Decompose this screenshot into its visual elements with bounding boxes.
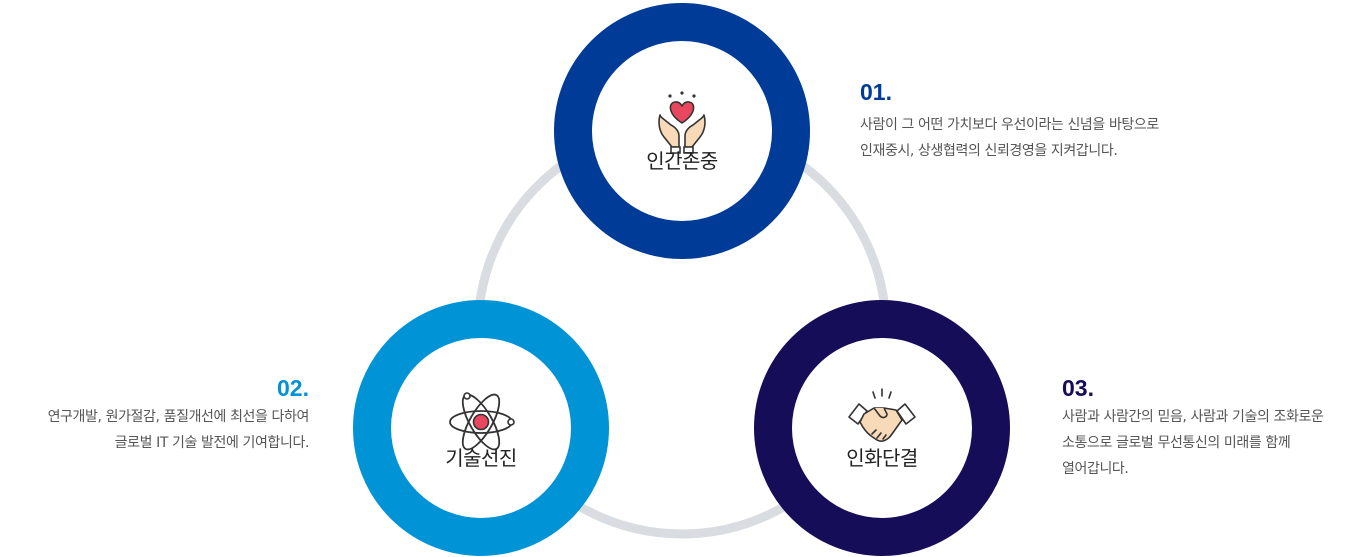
value-label: 인간존중 [646, 149, 718, 173]
description-line: 연구개발, 원가절감, 품질개선에 최선을 다하여 [47, 409, 310, 425]
value-description-2: 02. 연구개발, 원가절감, 품질개선에 최선을 다하여 글로벌 IT 기술 … [47, 374, 310, 456]
value-number: 01. [860, 79, 892, 105]
description-line: 사람과 사람간의 믿음, 사람과 기술의 조화로운 [1062, 409, 1324, 425]
value-description-3: 03. 사람과 사람간의 믿음, 사람과 기술의 조화로운 소통으로 글로벌 무… [1062, 374, 1324, 482]
description-line: 글로벌 IT 기술 발전에 기여합니다. [114, 435, 310, 451]
hands-heart-icon [658, 91, 706, 154]
value-label: 기술선진 [445, 446, 517, 470]
value-circle-unity: 인화단결 [754, 300, 1010, 556]
description-line: 인재중시, 상생협력의 신뢰경영을 지켜갑니다. [860, 143, 1118, 159]
value-number: 02. [277, 375, 309, 401]
value-circle-respect: 인간존중 [554, 3, 810, 259]
value-description-1: 01. 사람이 그 어떤 가치보다 우선이라는 신념을 바탕으로 인재중시, 상… [860, 78, 1159, 164]
atom-icon [449, 392, 515, 451]
description-line: 사람이 그 어떤 가치보다 우선이라는 신념을 바탕으로 [860, 117, 1159, 133]
value-number: 03. [1062, 375, 1094, 401]
handshake-icon [848, 388, 916, 442]
description-line: 열어갑니다. [1062, 461, 1129, 477]
value-circle-technology: 기술선진 [353, 300, 609, 556]
value-label: 인화단결 [846, 446, 918, 470]
description-line: 소통으로 글로벌 무선통신의 미래를 함께 [1062, 435, 1291, 451]
